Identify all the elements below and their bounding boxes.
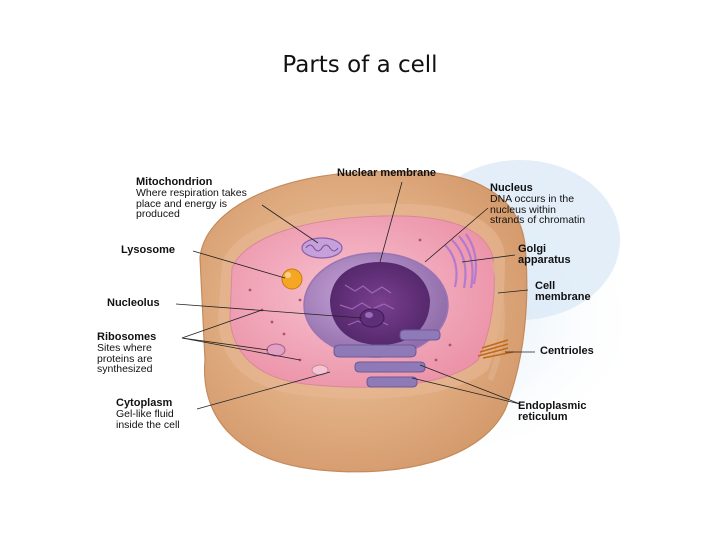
nucleus-desc-2: nucleus within bbox=[490, 203, 556, 216]
label-cytoplasm: Cytoplasm Gel-like fluid inside the cell bbox=[116, 398, 180, 430]
label-nuclear-membrane: Nuclear membrane bbox=[337, 168, 436, 179]
label-mitochondrion: Mitochondrion Where respiration takes pl… bbox=[136, 177, 247, 220]
nuclear-membrane-name: Nuclear membrane bbox=[337, 167, 437, 179]
mitochondrion-desc-2: place and energy is bbox=[136, 197, 228, 210]
golgi-name-1: Golgi bbox=[518, 243, 547, 255]
lysosome-highlight bbox=[285, 272, 291, 278]
label-golgi-apparatus: Golgi apparatus bbox=[518, 244, 571, 266]
centrioles bbox=[477, 339, 514, 359]
ribosomes-desc-1: Sites where bbox=[97, 342, 152, 354]
leader-lines bbox=[175, 181, 535, 410]
nucleus-desc-3: strands of chromatin bbox=[490, 214, 586, 226]
cytoplasm-desc-1: Gel-like fluid bbox=[116, 408, 174, 420]
golgi-apparatus bbox=[444, 233, 477, 289]
ribosomes-desc-3: synthesized bbox=[97, 363, 153, 375]
cytoplasm-name: Cytoplasm bbox=[116, 397, 173, 409]
nucleolus bbox=[359, 308, 385, 328]
label-centrioles: Centrioles bbox=[540, 346, 594, 357]
centrioles-name: Centrioles bbox=[540, 345, 594, 357]
slide-title: Parts of a cell bbox=[282, 52, 438, 78]
nucleolus-name: Nucleolus bbox=[107, 297, 160, 309]
ribosomes-name: Ribosomes bbox=[97, 331, 157, 343]
mitochondrion bbox=[301, 237, 343, 259]
cell-membrane-name-2: membrane bbox=[535, 291, 591, 303]
nucleus-name: Nucleus bbox=[490, 182, 533, 194]
cytoplasm-desc-2: inside the cell bbox=[116, 418, 180, 431]
label-endoplasmic-reticulum: Endoplasmic reticulum bbox=[518, 401, 586, 423]
nucleus-chromatin bbox=[330, 262, 430, 345]
mitochondrion-desc-3: produced bbox=[136, 208, 180, 220]
ribosomes-desc-2: proteins are bbox=[97, 352, 153, 365]
ribosomes bbox=[248, 238, 452, 362]
cell-membrane-band bbox=[487, 261, 505, 382]
nucleolus-highlight bbox=[365, 312, 373, 318]
lysosome-name: Lysosome bbox=[121, 244, 176, 256]
er-name-1: Endoplasmic bbox=[518, 400, 587, 412]
nucleus-desc-1: DNA occurs in the bbox=[490, 193, 575, 205]
mitochondrion-name: Mitochondrion bbox=[136, 176, 213, 188]
label-nucleus: Nucleus DNA occurs in the nucleus within… bbox=[490, 183, 585, 226]
label-ribosomes: Ribosomes Sites where proteins are synth… bbox=[97, 332, 156, 375]
cell-membrane-name-1: Cell bbox=[535, 280, 556, 292]
label-lysosome: Lysosome bbox=[121, 245, 175, 256]
golgi-name-2: apparatus bbox=[518, 254, 571, 266]
endoplasmic-reticulum bbox=[333, 329, 441, 388]
lysosome bbox=[281, 268, 303, 290]
mitochondrion-desc-1: Where respiration takes bbox=[136, 187, 247, 199]
label-nucleolus: Nucleolus bbox=[107, 298, 160, 309]
er-name-2: reticulum bbox=[518, 411, 568, 423]
label-cell-membrane: Cell membrane bbox=[535, 281, 591, 303]
